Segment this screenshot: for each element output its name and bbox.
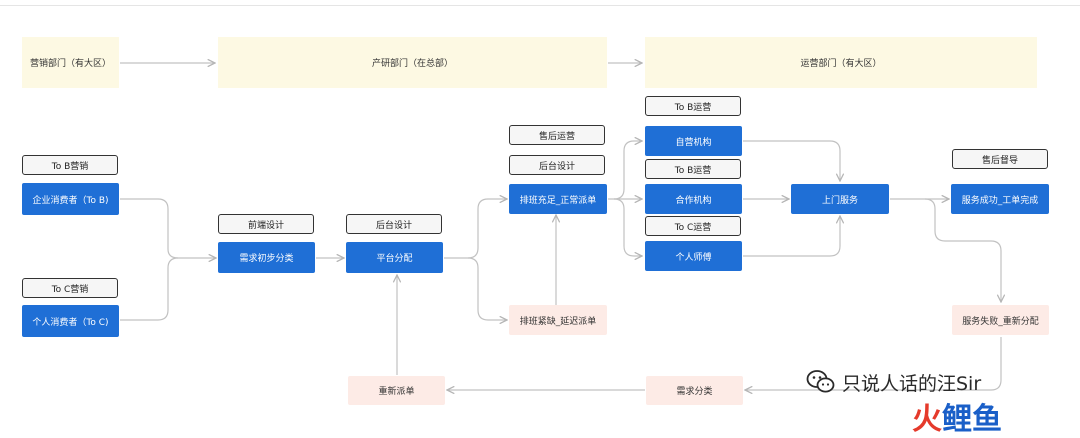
node-partner: 合作机构 bbox=[645, 184, 742, 214]
watermark: 只说人话的汪Sir bbox=[806, 368, 981, 396]
tag-tob-ops-2: To B运营 bbox=[645, 159, 741, 179]
node-service-fail: 服务失败_重新分配 bbox=[952, 305, 1049, 335]
logo-char-3: 鱼 bbox=[972, 402, 1002, 437]
top-divider bbox=[0, 0, 1080, 6]
node-service-success: 服务成功_工单完成 bbox=[951, 184, 1049, 214]
node-personal-consumer: 个人消费者（To C) bbox=[22, 305, 119, 337]
node-enterprise-consumer: 企业消费者（To B) bbox=[22, 183, 119, 215]
tag-tob-marketing: To B营销 bbox=[22, 155, 118, 175]
tag-aftersales-ops: 售后运营 bbox=[509, 125, 605, 145]
node-self-operated: 自营机构 bbox=[645, 126, 742, 156]
node-redispatch: 重新派单 bbox=[348, 376, 445, 405]
node-schedule-tight: 排班紧缺_延迟派单 bbox=[509, 305, 607, 335]
watermark-text: 只说人话的汪Sir bbox=[842, 372, 982, 395]
tag-toc-ops: To C运营 bbox=[645, 216, 741, 236]
node-demand-classify: 需求初步分类 bbox=[218, 242, 315, 273]
tag-frontend-design: 前端设计 bbox=[218, 214, 314, 234]
dept-marketing: 营销部门（有大区） bbox=[22, 37, 119, 88]
site-logo: 火 鲤 鱼 bbox=[912, 394, 1002, 438]
tag-tob-ops-1: To B运营 bbox=[645, 96, 741, 116]
node-schedule-ok: 排班充足_正常派单 bbox=[509, 184, 607, 214]
wechat-icon bbox=[806, 369, 836, 395]
tag-toc-marketing: To C营销 bbox=[22, 278, 118, 298]
node-platform-dispatch: 平台分配 bbox=[346, 242, 443, 273]
node-individual: 个人师傅 bbox=[645, 241, 742, 271]
tag-backend-design-2: 后台设计 bbox=[509, 155, 605, 175]
tag-backend-design-1: 后台设计 bbox=[346, 214, 442, 234]
tag-aftersales-supervise: 售后督导 bbox=[952, 149, 1048, 169]
dept-rnd: 产研部门（在总部） bbox=[218, 37, 607, 88]
node-demand-sort: 需求分类 bbox=[646, 376, 743, 405]
logo-char-1: 火 bbox=[912, 402, 942, 437]
node-onsite-service: 上门服务 bbox=[791, 184, 889, 214]
dept-operations: 运营部门（有大区） bbox=[645, 37, 1037, 88]
logo-char-2: 鲤 bbox=[942, 402, 972, 437]
